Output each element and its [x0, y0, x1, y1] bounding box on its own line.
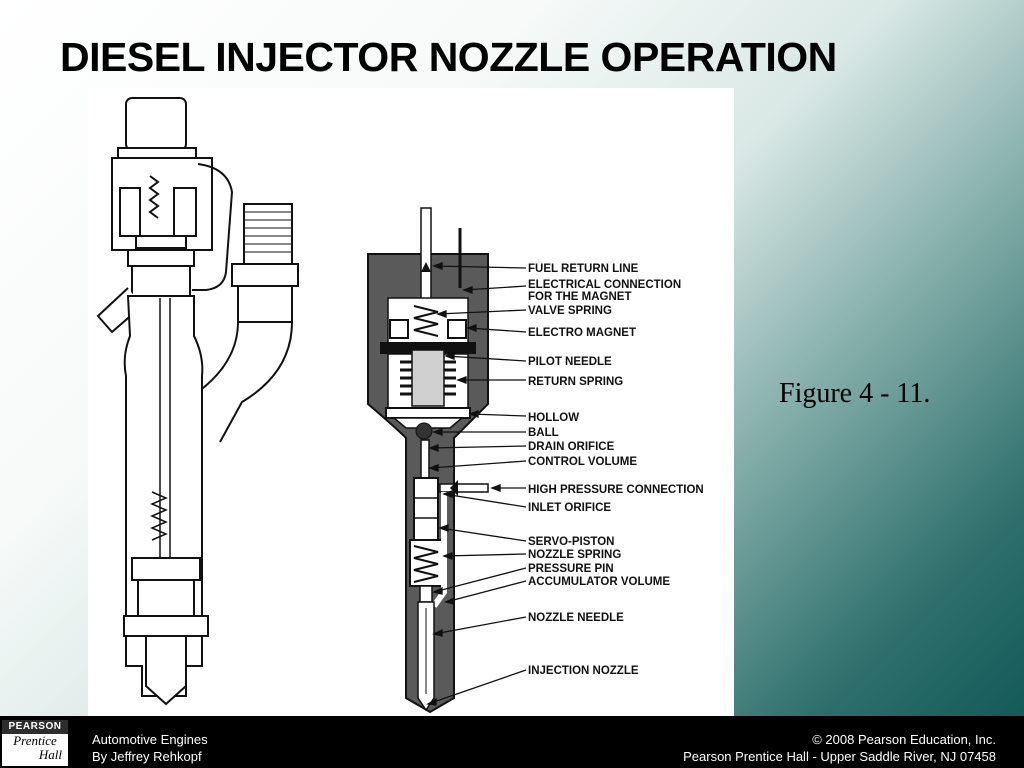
footer-copyright: © 2008 Pearson Education, Inc. Pearson P… — [683, 731, 996, 765]
callout-for-the-magnet: FOR THE MAGNET — [528, 291, 632, 303]
callout-injection-nozzle: INJECTION NOZZLE — [528, 665, 639, 677]
footer-book-info: Automotive Engines By Jeffrey Rehkopf — [92, 731, 208, 765]
callout-drain-orifice: DRAIN ORIFICE — [528, 441, 615, 453]
callout-labels: FUEL RETURN LINE ELECTRICAL CONNECTION F… — [528, 263, 704, 677]
callout-high-pressure-connection: HIGH PRESSURE CONNECTION — [528, 484, 704, 496]
slide-footer: PEARSON Prentice Hall Automotive Engines… — [0, 716, 1024, 768]
injector-diagram-figure: FUEL RETURN LINE ELECTRICAL CONNECTION F… — [88, 88, 734, 716]
logo-text-bottom: Hall — [38, 747, 62, 762]
callout-electro-magnet: ELECTRO MAGNET — [528, 327, 636, 339]
injector-section-drawing — [367, 207, 489, 714]
figure-caption: Figure 4 - 11. — [779, 378, 931, 409]
callout-servo-piston: SERVO-PISTON — [528, 536, 615, 548]
footer-copyright-line: © 2008 Pearson Education, Inc. — [812, 732, 996, 747]
slide-title: DIESEL INJECTOR NOZZLE OPERATION — [60, 34, 837, 80]
callout-ball: BALL — [528, 427, 559, 439]
callout-inlet-orifice: INLET ORIFICE — [528, 502, 611, 514]
logo-text-top: PEARSON — [2, 720, 68, 734]
logo-text-middle: Prentice — [13, 733, 57, 748]
callout-hollow: HOLLOW — [528, 412, 579, 424]
injector-exterior-drawing — [96, 97, 299, 706]
callout-fuel-return-line: FUEL RETURN LINE — [528, 263, 639, 275]
callout-leaders — [426, 262, 527, 706]
callout-electrical-connection: ELECTRICAL CONNECTION — [528, 279, 681, 291]
callout-pressure-pin: PRESSURE PIN — [528, 563, 614, 575]
footer-publisher-line: Pearson Prentice Hall - Upper Saddle Riv… — [683, 749, 996, 764]
injector-diagram: FUEL RETURN LINE ELECTRICAL CONNECTION F… — [96, 97, 704, 714]
footer-book-title: Automotive Engines — [92, 732, 208, 747]
callout-accumulator-volume: ACCUMULATOR VOLUME — [528, 576, 670, 588]
callout-nozzle-spring: NOZZLE SPRING — [528, 549, 621, 561]
callout-valve-spring: VALVE SPRING — [528, 305, 612, 317]
callout-control-volume: CONTROL VOLUME — [528, 456, 637, 468]
callout-nozzle-needle: NOZZLE NEEDLE — [528, 612, 624, 624]
pearson-prentice-hall-logo: PEARSON Prentice Hall — [2, 720, 68, 766]
callout-return-spring: RETURN SPRING — [528, 376, 623, 388]
footer-author: By Jeffrey Rehkopf — [92, 749, 202, 764]
callout-pilot-needle: PILOT NEEDLE — [528, 356, 612, 368]
